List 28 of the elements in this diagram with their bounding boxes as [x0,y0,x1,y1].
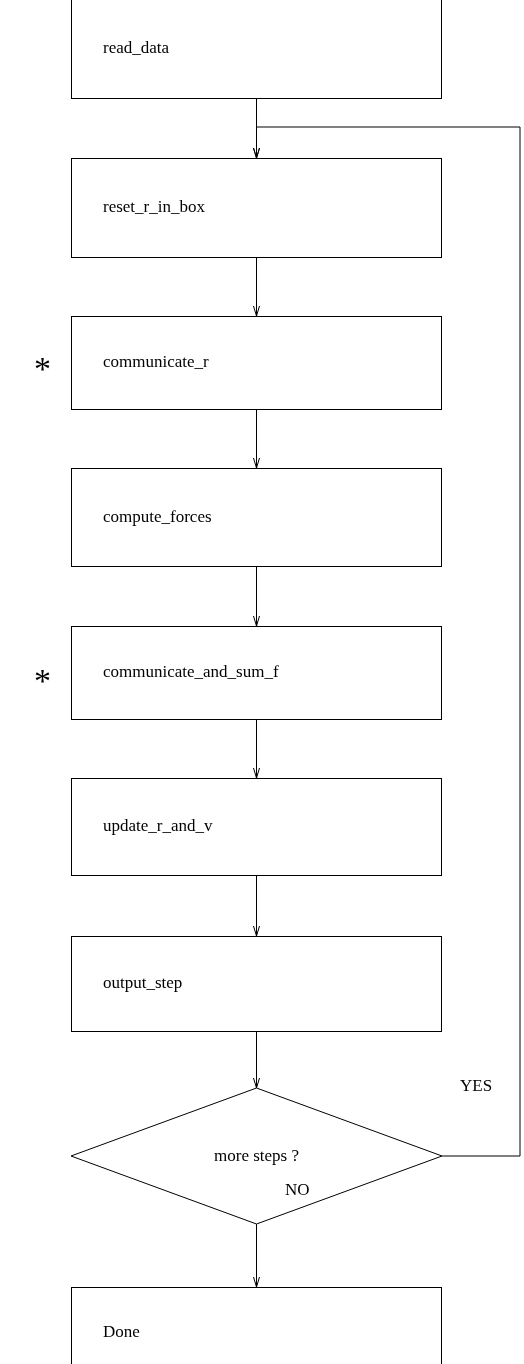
step-label: reset_r_in_box [103,197,205,217]
process-box [71,468,442,567]
process-box [71,626,442,720]
asterisk-mark: * [34,352,51,386]
step-label: update_r_and_v [103,816,213,836]
process-box [71,936,442,1032]
arrow [253,257,260,317]
arrow [253,566,260,627]
arrow [253,1223,260,1288]
arrow [253,409,260,469]
step-label: read_data [103,37,170,58]
process-box [71,1287,442,1364]
step-label: communicate_r [103,352,209,372]
step-label: Done [103,1322,140,1342]
arrow [253,126,521,1157]
step-label: output_step [103,973,183,993]
arrow [253,1031,260,1089]
process-box [71,0,442,99]
decision-diamond [71,1088,442,1224]
process-box [71,778,442,876]
step-label: more steps ? [214,1146,299,1166]
asterisk-mark: * [34,664,51,698]
process-box [71,316,442,410]
process-box [71,158,442,258]
step-label: compute_forces [103,506,212,527]
arrow [253,875,260,937]
arrow [253,719,260,779]
step-label: communicate_and_sum_f [103,662,279,682]
